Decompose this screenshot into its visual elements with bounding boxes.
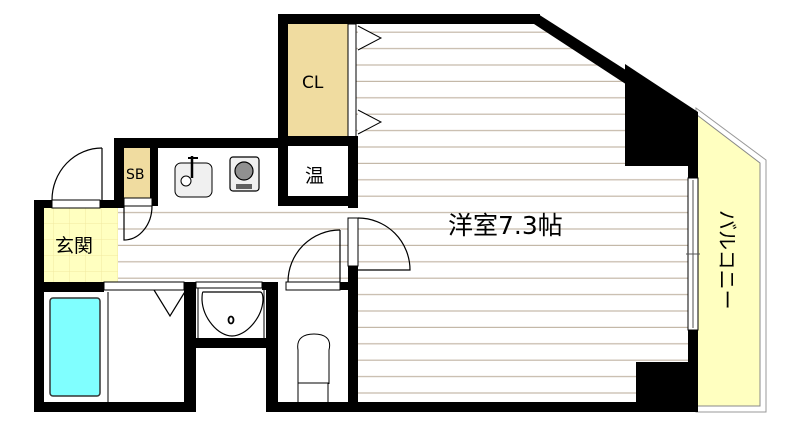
bathroom-door[interactable] [103, 281, 185, 291]
western-room-label: 洋室7.3帖 [448, 211, 563, 240]
bathroom [42, 289, 190, 404]
washroom-door[interactable] [195, 281, 263, 289]
water-heater-closet: 温 [286, 146, 350, 198]
balcony-window[interactable] [686, 177, 700, 331]
entrance-label: 玄関 [55, 235, 93, 257]
washroom [196, 287, 266, 341]
closet: CL [286, 23, 383, 139]
balcony-label: バルコニー [715, 210, 739, 310]
hallway-floor [118, 204, 358, 284]
room-door[interactable] [347, 217, 411, 271]
western-room: 洋室7.3帖 [356, 24, 688, 406]
water-heater-label: 温 [305, 165, 324, 187]
balcony: バルコニー [695, 107, 767, 413]
wash-basin-icon [201, 291, 264, 337]
toilet-icon [297, 333, 331, 404]
entrance: 玄関 [42, 208, 118, 282]
bathtub-icon [49, 297, 101, 397]
kitchen [160, 146, 278, 200]
toilet-room [276, 290, 348, 404]
walls [34, 14, 698, 412]
shoe-box: SB [122, 146, 152, 200]
stove-icon [229, 156, 260, 192]
doors [51, 147, 700, 331]
closet-label: CL [302, 73, 324, 93]
kitchen-sink-icon [174, 156, 213, 198]
shoe-box-label: SB [126, 167, 145, 183]
toilet-door[interactable] [285, 229, 341, 291]
sb-door[interactable] [123, 197, 153, 241]
front-door[interactable] [51, 147, 103, 209]
